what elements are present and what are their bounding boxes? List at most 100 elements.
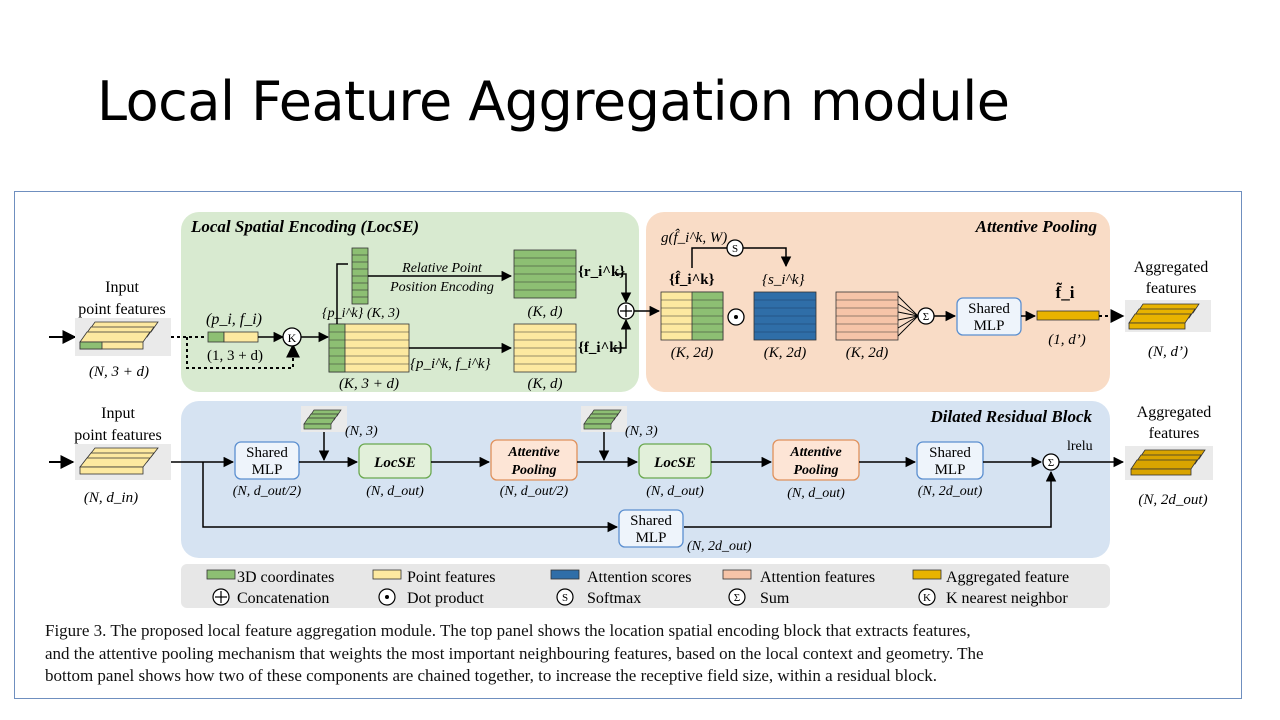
caption-line-3: bottom panel shows how two of these comp… xyxy=(45,666,938,685)
residual-block-title: Dilated Residual Block xyxy=(930,407,1093,426)
mlp2-dim: (N, 2d_out) xyxy=(918,484,983,499)
mlp1-label-2: MLP xyxy=(252,462,283,478)
sum-symbol-glyph: Σ xyxy=(923,311,929,323)
pool1-dim: (N, d_out/2) xyxy=(500,484,569,499)
concat-arrow-bottom xyxy=(615,318,632,349)
grouped-features-block xyxy=(328,323,410,373)
top-input-stack xyxy=(75,318,171,356)
mlp3-dim: (N, 2d_out) xyxy=(687,539,752,554)
shared-mlp-2 xyxy=(916,441,984,480)
shared-mlp-3 xyxy=(618,509,684,548)
top-input-label-1: Input xyxy=(105,279,139,296)
top-dotted-knn-line xyxy=(186,337,300,369)
fik-dim: (K, d) xyxy=(528,376,563,392)
sum-fan-lines xyxy=(897,295,919,337)
rel-pos-label-1: Relative Point xyxy=(401,261,483,276)
grouped-label: {p_i^k, f_i^k} xyxy=(410,356,490,372)
locse1-dim: (N, d_out) xyxy=(366,484,424,499)
locse2-dim: (N, d_out) xyxy=(646,484,704,499)
attentive-pooling-2 xyxy=(772,439,860,481)
rel-pos-label-2: Position Encoding xyxy=(389,280,494,295)
mlp1-label-1: Shared xyxy=(246,445,288,461)
bottom-output-stack xyxy=(1125,446,1213,480)
bottom-output-label-1: Aggregated xyxy=(1137,404,1212,421)
pi-fi-dim: (1, 3 + d) xyxy=(207,348,263,364)
locse-1 xyxy=(358,443,432,479)
ftilde-dim: (1, d’) xyxy=(1048,332,1086,348)
fik-label: {f_i^k} xyxy=(578,340,624,356)
top-mlp-label-1: Shared xyxy=(968,301,1010,317)
locse-2 xyxy=(638,443,712,479)
legend-point-features: Point features xyxy=(407,569,495,586)
top-input-label-2: point features xyxy=(78,301,166,318)
legend-attention-features: Attention features xyxy=(760,569,875,586)
shared-mlp-1 xyxy=(234,441,300,480)
caption-line-1: Figure 3. The proposed local feature agg… xyxy=(45,621,971,640)
g-branch-line xyxy=(691,247,727,268)
top-mlp-label-2: MLP xyxy=(974,318,1005,334)
rik-dim: (K, d) xyxy=(528,304,563,320)
locse1-label: LocSE xyxy=(373,455,416,471)
legend-swatch-aggregated xyxy=(912,569,942,580)
pi-block xyxy=(207,331,225,343)
pool1-label-1: Attentive xyxy=(507,445,559,460)
legend-concatenation: Concatenation xyxy=(237,590,329,607)
pik-label: {p_i^k} xyxy=(322,306,364,321)
pik-dim: (K, 3) xyxy=(367,306,400,321)
legend-sum-glyph: Σ xyxy=(734,592,740,604)
legend-aggregated-feature: Aggregated feature xyxy=(946,569,1069,586)
top-input-dim: (N, 3 + d) xyxy=(89,364,149,380)
pool1-label-2: Pooling xyxy=(511,463,556,478)
concat-arrow-top xyxy=(615,273,632,304)
legend-sum-icon xyxy=(728,588,746,606)
ftilde-label: f̃_i xyxy=(1056,282,1075,302)
legend-knn: K nearest neighbor xyxy=(946,590,1068,607)
g-function-label: g(f̂_i^k, W) xyxy=(661,229,727,246)
attention-features-dim: (K, 2d) xyxy=(846,345,889,361)
fhat-label: {f̂_i^k} xyxy=(669,270,715,288)
legend-swatch-scores xyxy=(550,569,580,580)
pik-branch-line xyxy=(336,263,348,324)
fi-block xyxy=(223,331,259,343)
bottom-input-label-2: point features xyxy=(74,427,162,444)
mlp3-label-2: MLP xyxy=(636,530,667,546)
sum-bottom-glyph: Σ xyxy=(1048,457,1054,469)
sik-block xyxy=(753,291,817,341)
pool2-label-2: Pooling xyxy=(793,463,838,478)
caption-line-2: and the attentive pooling mechanism that… xyxy=(45,643,984,663)
slide-title: Local Feature Aggregation module xyxy=(97,70,1010,133)
softmax-letter: S xyxy=(732,243,738,255)
locse-title: Local Spatial Encoding (LocSE) xyxy=(190,217,419,236)
top-output-label-1: Aggregated xyxy=(1134,259,1209,276)
top-output-label-2: features xyxy=(1146,280,1197,297)
legend-softmax-icon xyxy=(556,588,574,606)
figure-caption: Figure 3. The proposed local feature agg… xyxy=(45,620,1245,688)
locse2-label: LocSE xyxy=(653,455,696,471)
softmax-arrow xyxy=(743,247,792,268)
legend-coords: 3D coordinates xyxy=(237,569,334,586)
attention-features-block xyxy=(835,291,899,341)
legend-sum: Sum xyxy=(760,590,790,607)
sik-dim: (K, 2d) xyxy=(764,345,807,361)
aggregation-diagram: Local Spatial Encoding (LocSE) Attentive… xyxy=(49,212,1213,608)
mlp2-label-2: MLP xyxy=(935,462,966,478)
rik-label: {r_i^k} xyxy=(578,264,625,280)
residual-block-panel xyxy=(181,401,1110,558)
coords-stack-1 xyxy=(301,406,347,432)
grouped-dim: (K, 3 + d) xyxy=(339,376,399,392)
pi-fi-label: (p_i, f_i) xyxy=(206,311,262,328)
legend-dot-product: Dot product xyxy=(407,590,484,607)
mlp1-dim: (N, d_out/2) xyxy=(233,484,302,499)
legend-swatch-attention xyxy=(722,569,752,580)
residual-arrow xyxy=(202,462,619,533)
mlp2-label-1: Shared xyxy=(929,445,971,461)
bottom-output-label-2: features xyxy=(1149,425,1200,442)
n3-dim-1: (N, 3) xyxy=(345,424,378,439)
pool2-label-1: Attentive xyxy=(789,445,841,460)
ftilde-block xyxy=(1036,310,1100,321)
fhat-block xyxy=(660,291,724,341)
pool2-dim: (N, d_out) xyxy=(787,486,845,501)
legend-softmax: Softmax xyxy=(587,590,641,607)
top-output-stack xyxy=(1125,300,1211,332)
legend-panel xyxy=(181,564,1110,608)
